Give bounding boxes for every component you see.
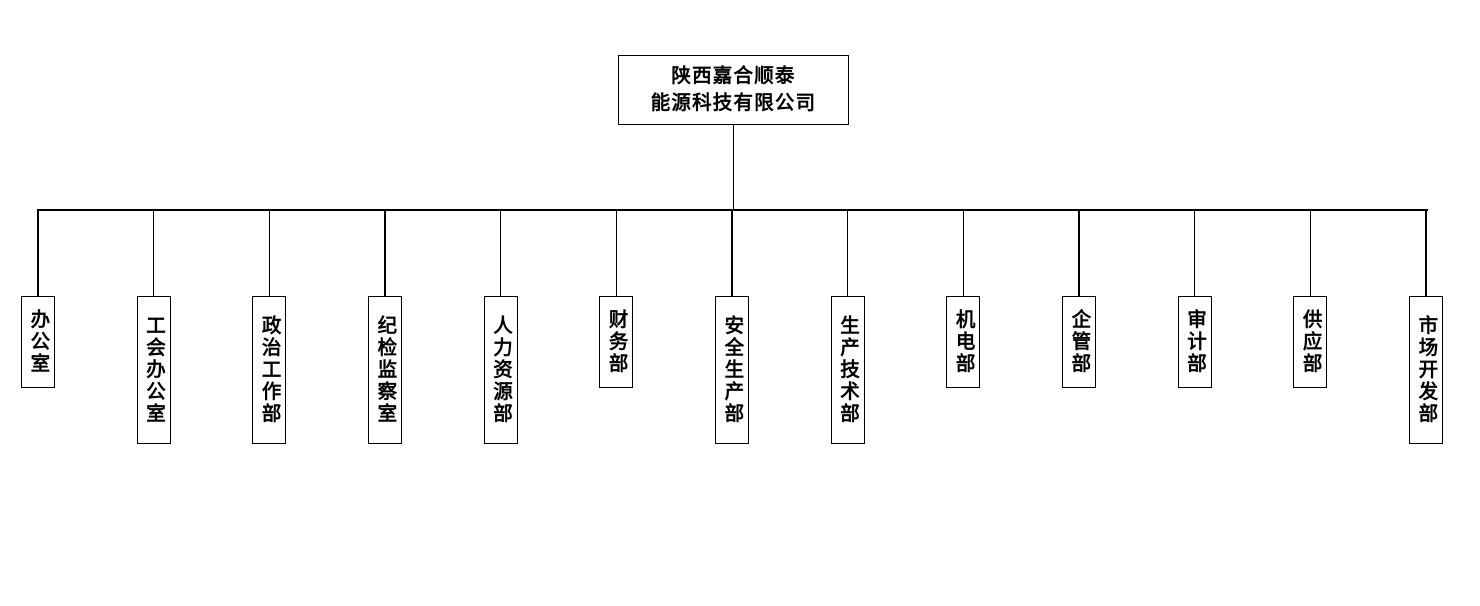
- child-node-dept-1[interactable]: 办公室: [21, 296, 55, 388]
- child-node-label-dept-9: 机电部: [952, 309, 976, 375]
- drop-line-dept-11: [1193, 209, 1196, 296]
- child-node-dept-6[interactable]: 财务部: [599, 296, 634, 388]
- root-connector-stem: [732, 125, 735, 211]
- child-node-dept-8[interactable]: 生产技术部: [830, 296, 865, 444]
- child-node-label-dept-10: 企管部: [1067, 309, 1091, 375]
- child-node-dept-3[interactable]: 政治工作部: [252, 296, 287, 444]
- child-node-label-dept-12: 供应部: [1299, 309, 1323, 375]
- child-node-label-dept-11: 审计部: [1183, 309, 1207, 375]
- drop-line-dept-2: [152, 209, 155, 296]
- child-node-label-dept-1: 办公室: [26, 309, 50, 375]
- child-node-label-dept-13: 市场开发部: [1414, 315, 1438, 425]
- child-node-label-dept-5: 人力资源部: [489, 315, 513, 425]
- child-node-label-dept-6: 财务部: [605, 309, 629, 375]
- child-node-dept-13[interactable]: 市场开发部: [1409, 296, 1443, 444]
- child-node-label-dept-7: 安全生产部: [720, 315, 744, 425]
- drop-line-dept-1: [37, 209, 39, 296]
- drop-line-dept-12: [1309, 209, 1312, 296]
- child-node-label-dept-4: 纪检监察室: [373, 315, 397, 425]
- drop-line-dept-7: [731, 209, 733, 296]
- drop-line-dept-4: [384, 209, 386, 296]
- drop-line-dept-13: [1425, 209, 1427, 296]
- drop-line-dept-9: [962, 209, 965, 296]
- child-node-label-dept-3: 政治工作部: [258, 315, 282, 425]
- drop-line-dept-10: [1078, 209, 1080, 296]
- drop-line-dept-5: [499, 209, 502, 296]
- child-node-label-dept-2: 工会办公室: [142, 315, 166, 425]
- child-node-dept-2[interactable]: 工会办公室: [136, 296, 171, 444]
- drop-line-dept-8: [846, 209, 849, 296]
- child-node-dept-4[interactable]: 纪检监察室: [368, 296, 402, 444]
- drop-line-dept-3: [268, 209, 271, 296]
- child-node-dept-12[interactable]: 供应部: [1293, 296, 1328, 388]
- child-node-label-dept-8: 生产技术部: [836, 315, 860, 425]
- root-node-line-2: 能源科技有限公司: [650, 91, 817, 114]
- root-node[interactable]: 陕西嘉合顺泰 能源科技有限公司: [618, 55, 849, 125]
- child-node-dept-11[interactable]: 审计部: [1177, 296, 1212, 388]
- child-node-dept-7[interactable]: 安全生产部: [715, 296, 749, 444]
- drop-line-dept-6: [615, 209, 618, 296]
- child-node-dept-9[interactable]: 机电部: [946, 296, 981, 388]
- root-node-line-1: 陕西嘉合顺泰: [671, 64, 796, 88]
- child-node-dept-5[interactable]: 人力资源部: [483, 296, 518, 444]
- child-node-dept-10[interactable]: 企管部: [1062, 296, 1096, 388]
